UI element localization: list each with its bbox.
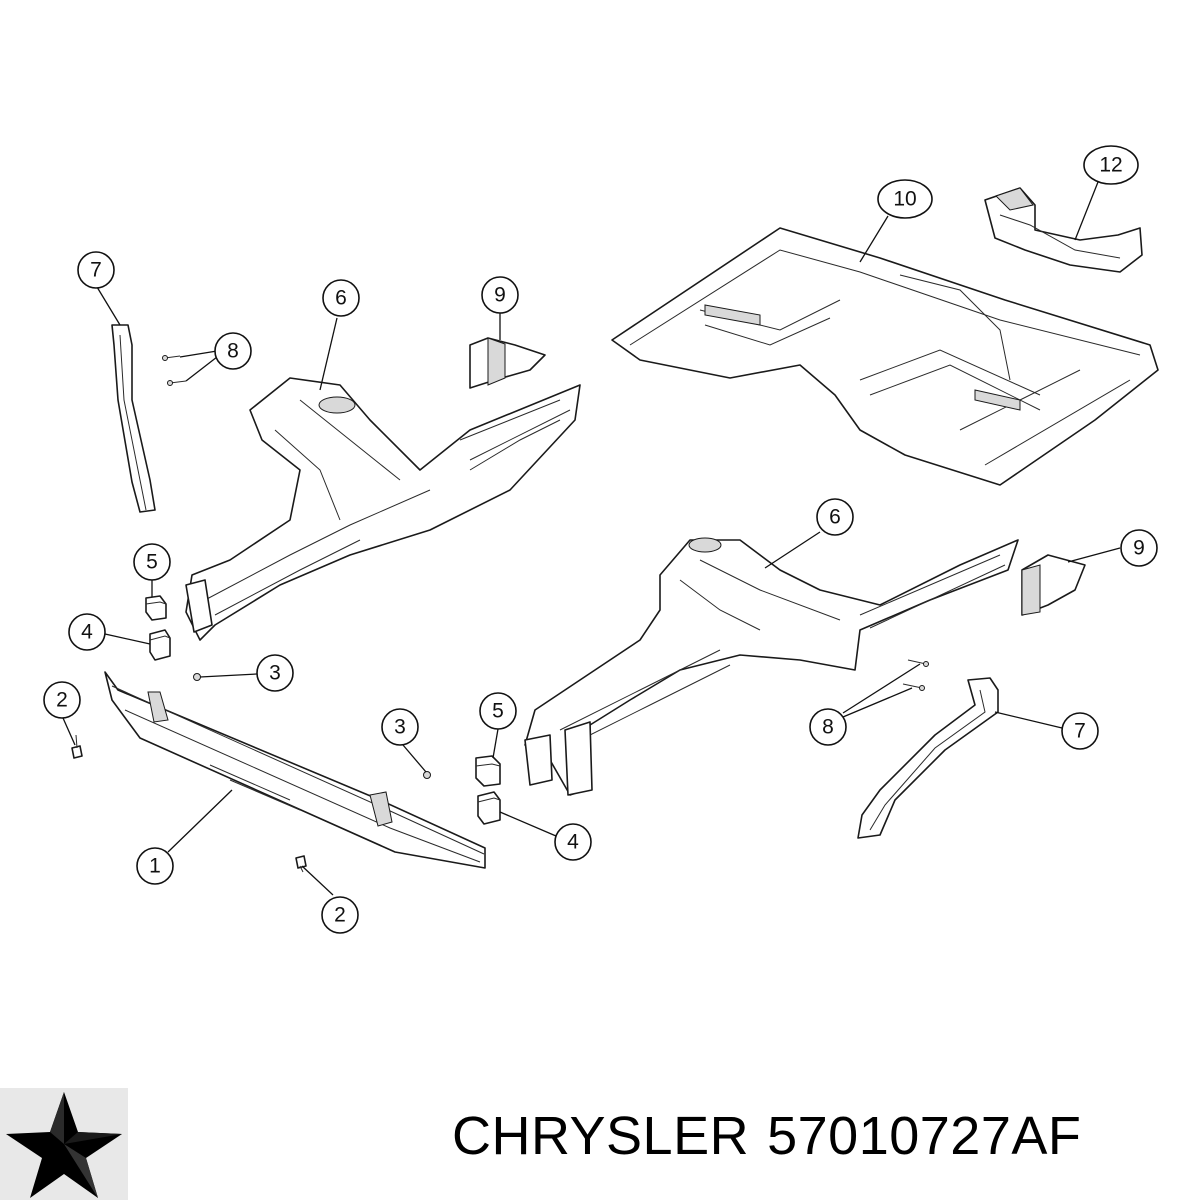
part-4-bracket-left [149,629,171,661]
callout-3-left-label: 3 [269,662,281,685]
chrysler-pentastar-icon [0,1088,128,1200]
callout-6-left: 6 [322,279,360,317]
callout-5-left-label: 5 [146,551,158,574]
part-3-nut-left [193,673,201,681]
part-number: 57010727AF [767,1106,1082,1166]
callout-3-right-label: 3 [394,716,406,739]
callout-7-left: 7 [77,251,115,289]
leader-lines [62,181,1121,896]
part-5-bracket-right [475,755,501,787]
brand-name: CHRYSLER [452,1106,750,1166]
callout-9-left-label: 9 [494,284,506,307]
callout-7-right: 7 [1061,712,1099,750]
part-12-crossmember [984,187,1143,273]
callout-10-label: 10 [893,188,916,211]
callout-2-right: 2 [321,896,359,934]
callout-4-right-label: 4 [567,831,579,854]
callout-5-right-label: 5 [492,700,504,723]
callout-8-left: 8 [214,332,252,370]
callout-5-right: 5 [479,692,517,730]
callout-12-label: 12 [1099,154,1122,177]
part-2-bolt-left [71,734,83,759]
callout-7-left-label: 7 [90,259,102,282]
callout-4-left-label: 4 [81,621,93,644]
part-caption: CHRYSLER 57010727AF [452,1105,1099,1167]
callout-8-right-label: 8 [822,716,834,739]
callout-2-right-label: 2 [334,904,346,927]
callout-6-right: 6 [816,498,854,536]
part-5-bracket-left [145,595,167,621]
part-6-rail-right [524,537,1019,796]
part-8-studs-left [162,355,187,386]
callout-6-left-label: 6 [335,287,347,310]
callout-12: 12 [1083,145,1139,185]
part-4-bracket-right [477,791,501,825]
callout-8-left-label: 8 [227,340,239,363]
callout-3-left: 3 [256,654,294,692]
callout-7-right-label: 7 [1074,720,1086,743]
callout-10: 10 [877,179,933,219]
callout-8-right: 8 [809,708,847,746]
part-7-brace-right [857,677,999,839]
callout-9-left: 9 [481,276,519,314]
callout-2-left: 2 [43,681,81,719]
part-10-floor-pan [611,227,1159,486]
callout-4-right: 4 [554,823,592,861]
part-8-studs-right [902,659,929,691]
callout-1-label: 1 [149,855,161,878]
callout-6-right-label: 6 [829,506,841,529]
callout-1: 1 [136,847,174,885]
part-9-bracket-left [469,337,546,389]
callout-4-left: 4 [68,613,106,651]
callout-3-right: 3 [381,708,419,746]
part-9-bracket-right [1021,554,1086,616]
part-6-rail-left [185,377,581,641]
part-1-bumper-beam [104,671,486,869]
callout-2-left-label: 2 [56,689,68,712]
callout-9-right: 9 [1120,529,1158,567]
callout-9-right-label: 9 [1133,537,1145,560]
part-7-brace-left [111,324,156,513]
part-2-bolt-right [295,855,307,873]
part-3-nut-right [423,771,431,779]
callout-5-left: 5 [133,543,171,581]
